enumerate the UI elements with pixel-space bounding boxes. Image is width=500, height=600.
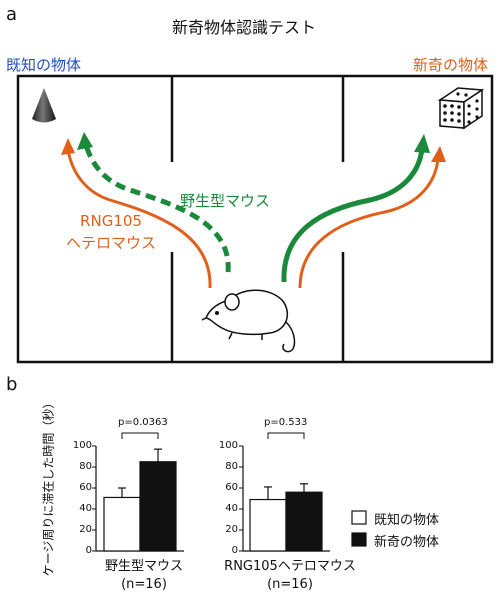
wild-arrowhead-right xyxy=(414,134,430,153)
wild-significance-bracket xyxy=(121,432,159,439)
arena-outline xyxy=(16,74,494,364)
group-label-wild-type: 野生型マウス (n=16) xyxy=(84,558,204,594)
dice-object-icon xyxy=(437,87,485,130)
group-label-rng105: RNG105ヘテロマウス (n=16) xyxy=(210,558,370,594)
tick-label-c2-20: 20 xyxy=(225,524,238,535)
panel-b-letter: b xyxy=(6,374,18,395)
rng-arrow-to-familiar xyxy=(66,149,212,289)
legend-novel-label: 新奇の物体 xyxy=(374,535,440,550)
rng-bar-novel xyxy=(285,491,323,552)
tick-label-c1-20: 20 xyxy=(79,524,92,535)
rng-bar-familiar xyxy=(249,498,287,552)
tick-label-c1-100: 100 xyxy=(72,440,92,451)
mouse-illustration xyxy=(201,289,296,353)
tick-label-c2-80: 80 xyxy=(225,461,238,472)
cone-object-icon xyxy=(32,88,56,123)
familiar-object-label: 既知の物体 xyxy=(6,56,82,74)
tick-label-c1-60: 60 xyxy=(79,482,92,493)
legend-familiar-swatch xyxy=(351,510,367,525)
rng-arrow-to-novel xyxy=(298,157,440,289)
tick-label-c2-100: 100 xyxy=(218,440,238,451)
wild-arrow-to-novel xyxy=(281,147,425,283)
pvalue-wild-type: p=0.0363 xyxy=(118,417,168,428)
rng105-label-line1: RNG105 xyxy=(80,212,142,230)
tick-label-c2-60: 60 xyxy=(225,482,238,493)
group-label-rng105-line2: (n=16) xyxy=(267,577,313,592)
rng-arrowhead-right xyxy=(431,146,446,162)
group-label-wild-type-line2: (n=16) xyxy=(121,577,167,592)
chart-wild-type xyxy=(92,432,184,552)
tick-label-c2-40: 40 xyxy=(225,503,238,514)
rng-significance-bracket xyxy=(267,432,305,439)
rng105-label-line2: ヘテロマウス xyxy=(66,234,157,252)
tick-label-c1-0: 0 xyxy=(85,545,92,556)
rng105-label: RNG105 ヘテロマウス xyxy=(66,210,156,254)
legend-familiar-label: 既知の物体 xyxy=(374,513,440,528)
y-axis-label: ケージ周りに滞在した時間（秒） xyxy=(41,396,56,577)
wild-arrowhead-left xyxy=(77,132,93,150)
wild-arrow-to-familiar xyxy=(83,144,231,273)
tick-label-c2-0: 0 xyxy=(231,545,238,556)
chart-rng105 xyxy=(239,432,330,552)
panel-a-letter: a xyxy=(6,4,18,25)
group-label-wild-type-line1: 野生型マウス xyxy=(104,559,183,574)
wild-type-label: 野生型マウス xyxy=(180,192,271,210)
group-label-rng105-line1: RNG105ヘテロマウス xyxy=(224,559,356,574)
rng-arrowhead-left xyxy=(61,138,75,155)
novel-object-label: 新奇の物体 xyxy=(413,56,489,74)
pvalue-rng105: p=0.533 xyxy=(264,417,308,428)
diagram-title: 新奇物体認識テスト xyxy=(172,18,317,37)
tick-label-c1-80: 80 xyxy=(79,461,92,472)
wild-bar-novel xyxy=(139,461,177,552)
wild-bar-familiar xyxy=(103,496,141,552)
legend-novel-swatch xyxy=(351,532,367,547)
tick-label-c1-40: 40 xyxy=(79,503,92,514)
